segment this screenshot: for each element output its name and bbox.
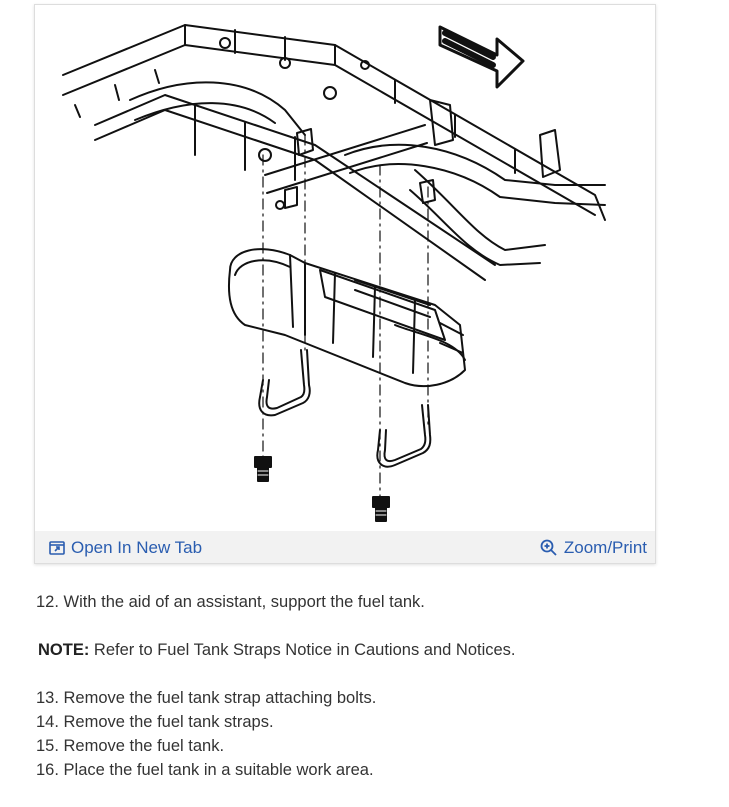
- forward-arrow-icon: [438, 25, 525, 89]
- instructions: 12. With the aid of an assistant, suppor…: [36, 590, 696, 782]
- strap-hanger: [284, 128, 436, 209]
- step-12: 12. With the aid of an assistant, suppor…: [36, 593, 425, 611]
- open-in-new-tab-label: Open In New Tab: [71, 538, 203, 557]
- figure-toolbar: Open In New Tab Zoom/Print: [35, 531, 655, 563]
- fuel-tank-strap-front: [258, 349, 311, 417]
- note-label: NOTE:: [38, 641, 90, 659]
- frame-rail-upper: [62, 24, 606, 221]
- step-14: 14. Remove the fuel tank straps.: [36, 713, 274, 731]
- fuel-tank-diagram: [35, 5, 655, 531]
- step-13: 13. Remove the fuel tank strap attaching…: [36, 689, 377, 707]
- step-15: 15. Remove the fuel tank.: [36, 737, 225, 755]
- zoom-magnifier-icon: [540, 539, 557, 556]
- strap-bolt-front: [254, 456, 272, 482]
- alignment-lines: [262, 134, 429, 506]
- zoom-print-label: Zoom/Print: [563, 538, 647, 557]
- note-text: Refer to Fuel Tank Straps Notice in Caut…: [89, 641, 516, 659]
- crossmember: [129, 81, 606, 266]
- open-in-new-tab-link[interactable]: Open In New Tab: [49, 538, 202, 558]
- fuel-tank: [227, 248, 466, 388]
- figure-card: Open In New Tab Zoom/Print: [34, 4, 656, 564]
- note: NOTE: Refer to Fuel Tank Straps Notice i…: [38, 638, 696, 662]
- external-window-icon: [49, 541, 65, 555]
- strap-bolt-rear: [372, 496, 390, 522]
- zoom-print-link[interactable]: Zoom/Print: [540, 538, 647, 558]
- fuel-tank-strap-rear: [376, 404, 432, 468]
- step-16: 16. Place the fuel tank in a suitable wo…: [36, 761, 374, 779]
